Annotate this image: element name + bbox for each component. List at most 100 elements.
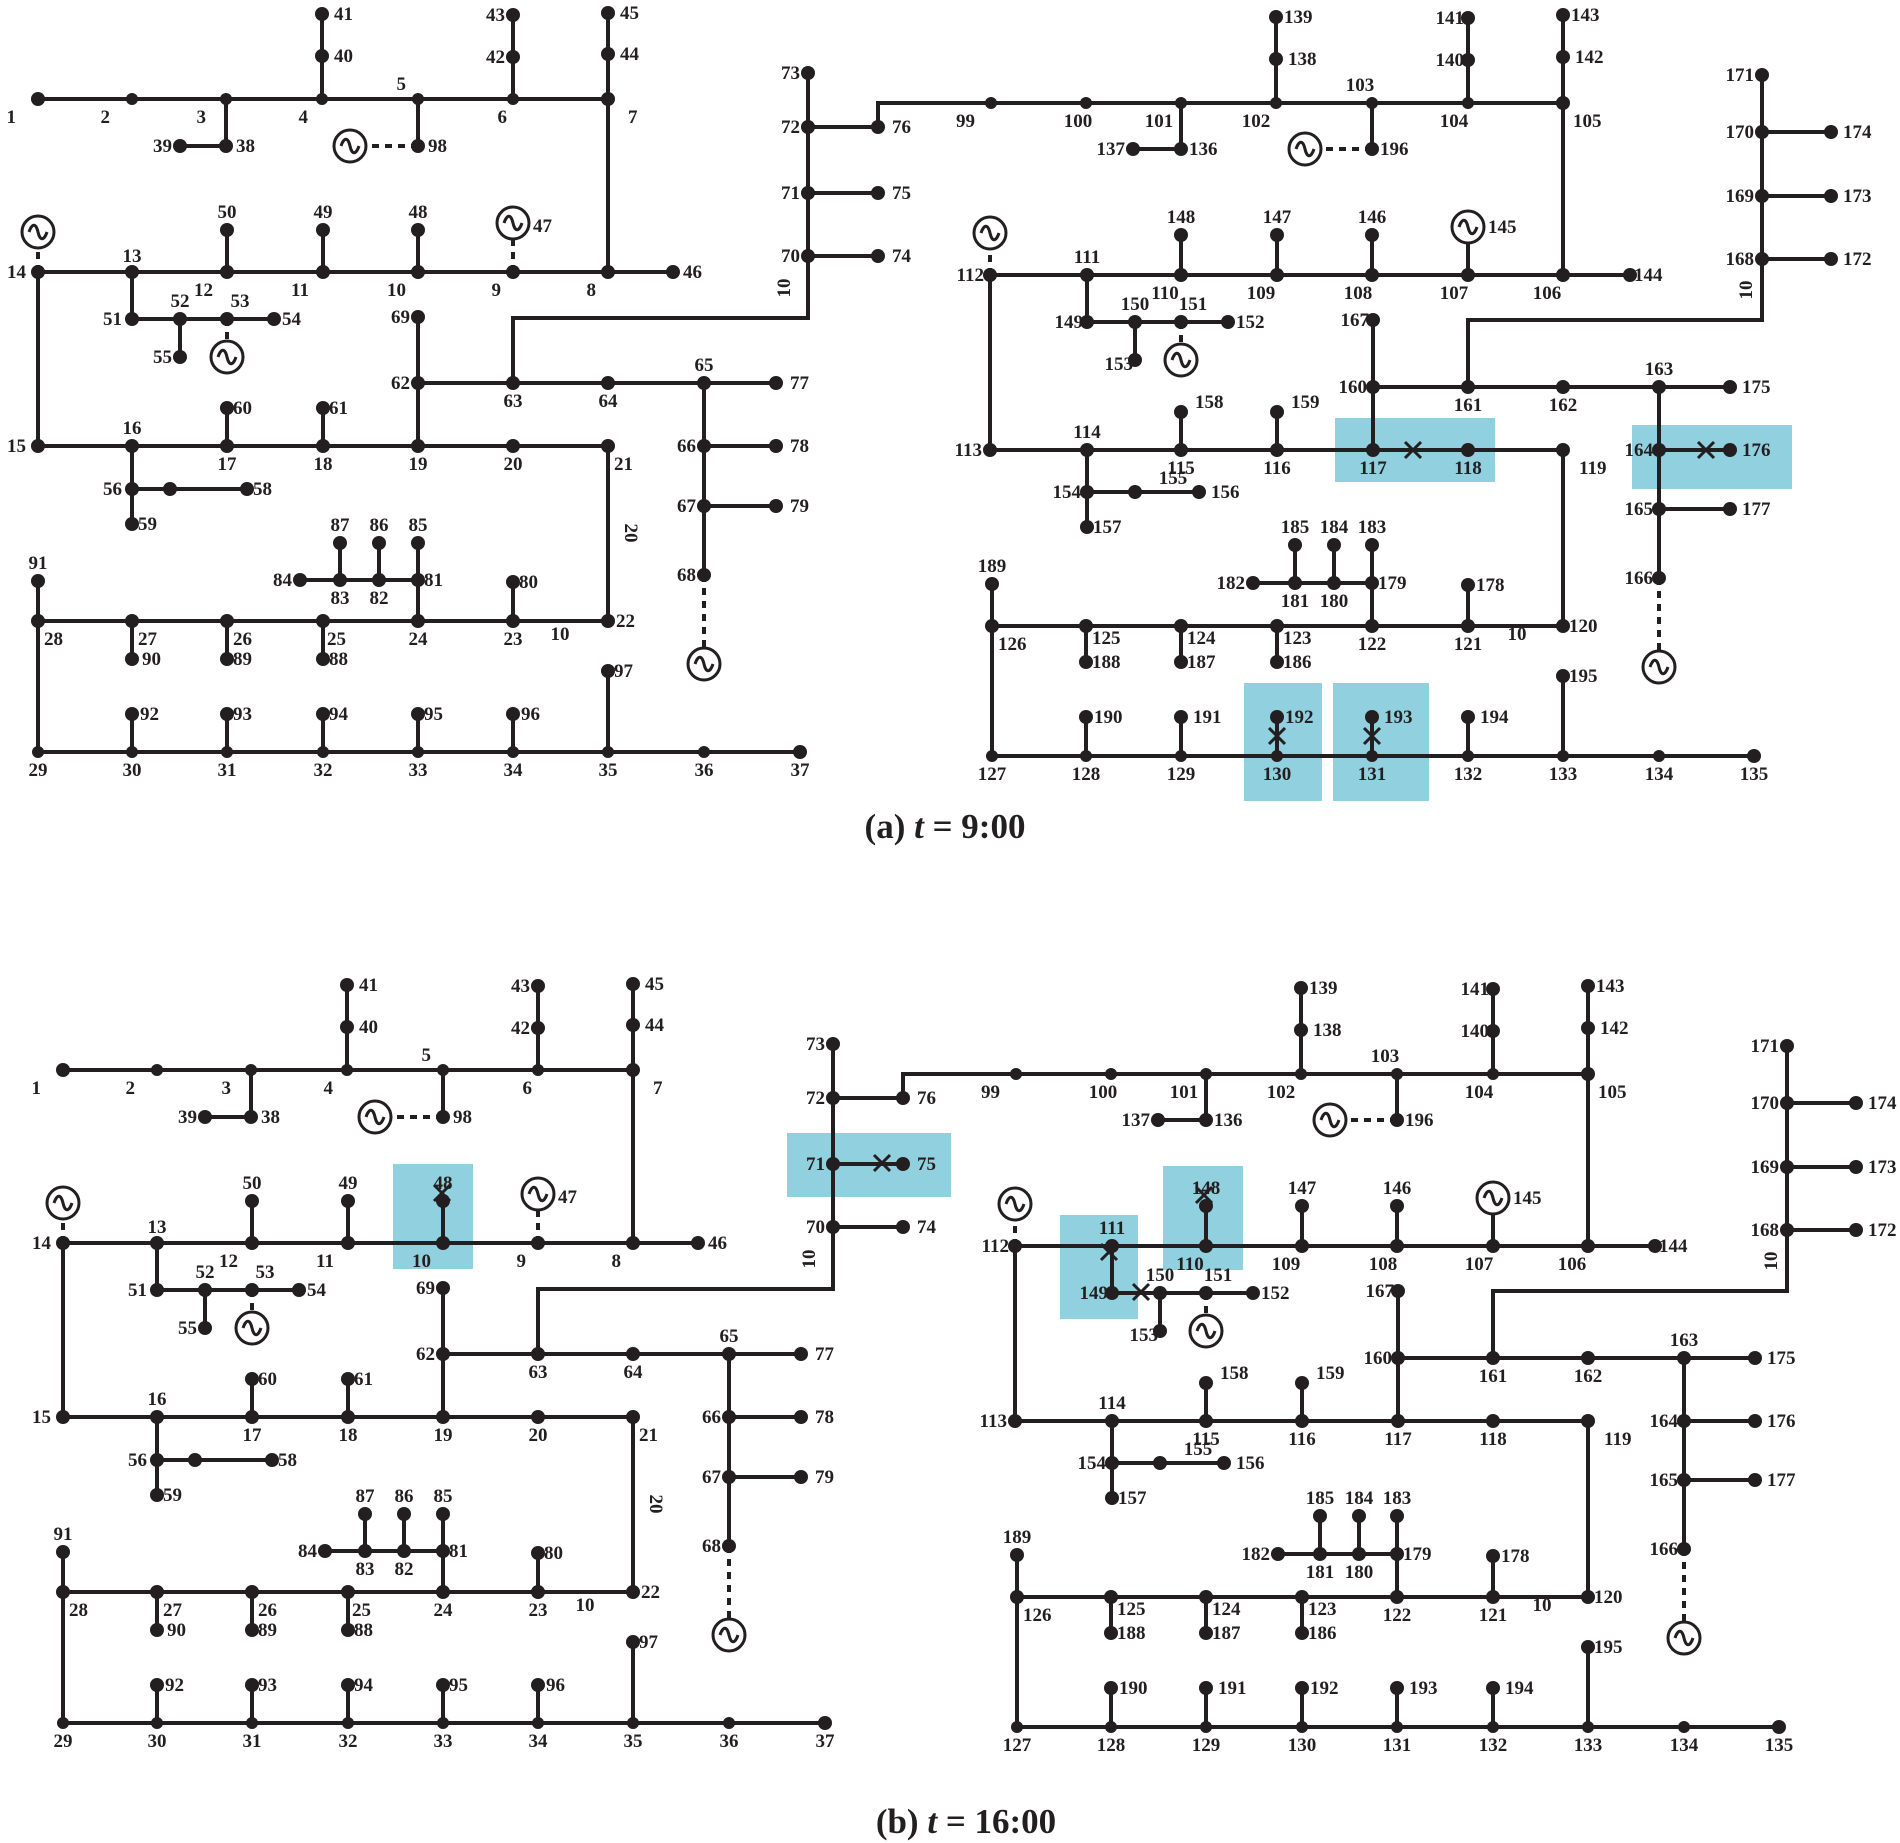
bus-label-3: 3 — [197, 107, 207, 128]
bus-5 — [412, 93, 424, 105]
open-switch-icon — [1099, 1242, 1119, 1262]
bus-35 — [627, 1717, 639, 1729]
bus-label-20: 20 — [529, 1425, 548, 1446]
bus-2 — [151, 1064, 163, 1076]
bus-119 — [1581, 1414, 1595, 1428]
bus-label-11: 11 — [316, 1251, 334, 1272]
bus-126 — [1010, 1590, 1024, 1604]
bus-178 — [1461, 578, 1475, 592]
bus-label-81: 81 — [424, 570, 443, 591]
bus-180 — [1327, 576, 1341, 590]
bus-39 — [198, 1110, 212, 1124]
bus-label-109: 109 — [1272, 1254, 1301, 1275]
bus-label-138: 138 — [1313, 1020, 1342, 1041]
bus-label-35: 35 — [624, 1731, 643, 1752]
bus-120 — [1581, 1590, 1595, 1604]
bus-label-10: 10 — [387, 280, 406, 301]
bus-184 — [1327, 538, 1341, 552]
bus-label-63: 63 — [529, 1362, 548, 1383]
bus-133 — [1557, 750, 1569, 762]
bus-13 — [150, 1236, 164, 1250]
bus-label-128: 128 — [1072, 764, 1101, 785]
bus-label-100: 100 — [1089, 1082, 1118, 1103]
bus-label-149: 149 — [1055, 312, 1084, 333]
line-length-label: 10 — [1761, 1252, 1782, 1271]
bus-69 — [411, 310, 425, 324]
reconfiguration-highlight — [1163, 1166, 1243, 1270]
caption-a: (a) t = 9:00 — [865, 807, 1026, 846]
bus-110 — [1174, 268, 1188, 282]
bus-190 — [1079, 710, 1093, 724]
bus-label-153: 153 — [1130, 1325, 1159, 1346]
bus-label-23: 23 — [504, 629, 523, 650]
bus-label-158: 158 — [1220, 1363, 1249, 1384]
bus-184 — [1352, 1509, 1366, 1523]
bus-25 — [316, 614, 330, 628]
bus-label-69: 69 — [391, 307, 410, 328]
bus-label-40: 40 — [334, 46, 353, 67]
bus-label-176: 176 — [1767, 1411, 1796, 1432]
bus-161 — [1461, 380, 1475, 394]
bus-37 — [793, 745, 807, 759]
bus-label-92: 92 — [165, 1675, 184, 1696]
bus-label-103: 103 — [1371, 1046, 1400, 1067]
bus-167 — [1391, 1284, 1405, 1298]
bus-177 — [1748, 1473, 1762, 1487]
bus-label-131: 131 — [1358, 764, 1387, 785]
bus-170 — [1780, 1096, 1794, 1110]
tie-branch-1 — [901, 1072, 1018, 1100]
bus-label-185: 185 — [1306, 1488, 1335, 1509]
tie-branch-2 — [1466, 257, 1764, 389]
bus-label-84: 84 — [273, 570, 293, 591]
bus-168 — [1755, 252, 1769, 266]
bus-label-35: 35 — [599, 760, 618, 781]
bus-89 — [220, 652, 234, 666]
bus-98 — [436, 1110, 450, 1124]
bus-84 — [318, 1544, 332, 1558]
bus-63 — [531, 1347, 545, 1361]
bus-87 — [358, 1507, 372, 1521]
bus-32 — [342, 1717, 354, 1729]
bus-7 — [601, 92, 615, 106]
bus-label-183: 183 — [1358, 517, 1387, 538]
bus-label-181: 181 — [1306, 1562, 1335, 1583]
bus-117 — [1366, 443, 1380, 457]
bus-label-164: 164 — [1650, 1411, 1679, 1432]
bus-175 — [1723, 380, 1737, 394]
bus-label-63: 63 — [504, 391, 523, 412]
bus-label-54: 54 — [307, 1280, 327, 1301]
bus-54 — [292, 1283, 306, 1297]
bus-4 — [341, 1064, 353, 1076]
bus-label-86: 86 — [395, 1486, 414, 1507]
bus-label-129: 129 — [1192, 1735, 1221, 1756]
bus-label-59: 59 — [163, 1485, 182, 1506]
bus-41 — [315, 7, 329, 21]
bus-83 — [358, 1544, 372, 1558]
bus-label-108: 108 — [1344, 283, 1373, 304]
bus-181 — [1288, 576, 1302, 590]
bus-label-160: 160 — [1339, 377, 1368, 398]
bus-label-16: 16 — [123, 418, 142, 439]
bus-label-173: 173 — [1843, 186, 1872, 207]
bus-131 — [1391, 1721, 1403, 1733]
bus-191 — [1199, 1681, 1213, 1695]
bus-label-98: 98 — [428, 136, 447, 157]
bus-label-76: 76 — [917, 1088, 936, 1109]
bus-label-194: 194 — [1480, 707, 1509, 728]
bus-label-182: 182 — [1217, 573, 1246, 594]
bus-label-53: 53 — [231, 291, 250, 312]
bus-191 — [1174, 710, 1188, 724]
bus-label-149: 149 — [1080, 1283, 1109, 1304]
bus-104 — [1487, 1068, 1499, 1080]
bus-169 — [1780, 1160, 1794, 1174]
bus-20 — [531, 1410, 545, 1424]
bus-label-101: 101 — [1170, 1082, 1199, 1103]
bus-115 — [1174, 443, 1188, 457]
bus-label-106: 106 — [1533, 283, 1562, 304]
bus-49 — [316, 223, 330, 237]
bus-label-99: 99 — [956, 111, 975, 132]
bus-label-37: 37 — [791, 760, 811, 781]
bus-37 — [818, 1716, 832, 1730]
open-switch-icon — [1696, 440, 1716, 460]
bus-14 — [56, 1236, 70, 1250]
